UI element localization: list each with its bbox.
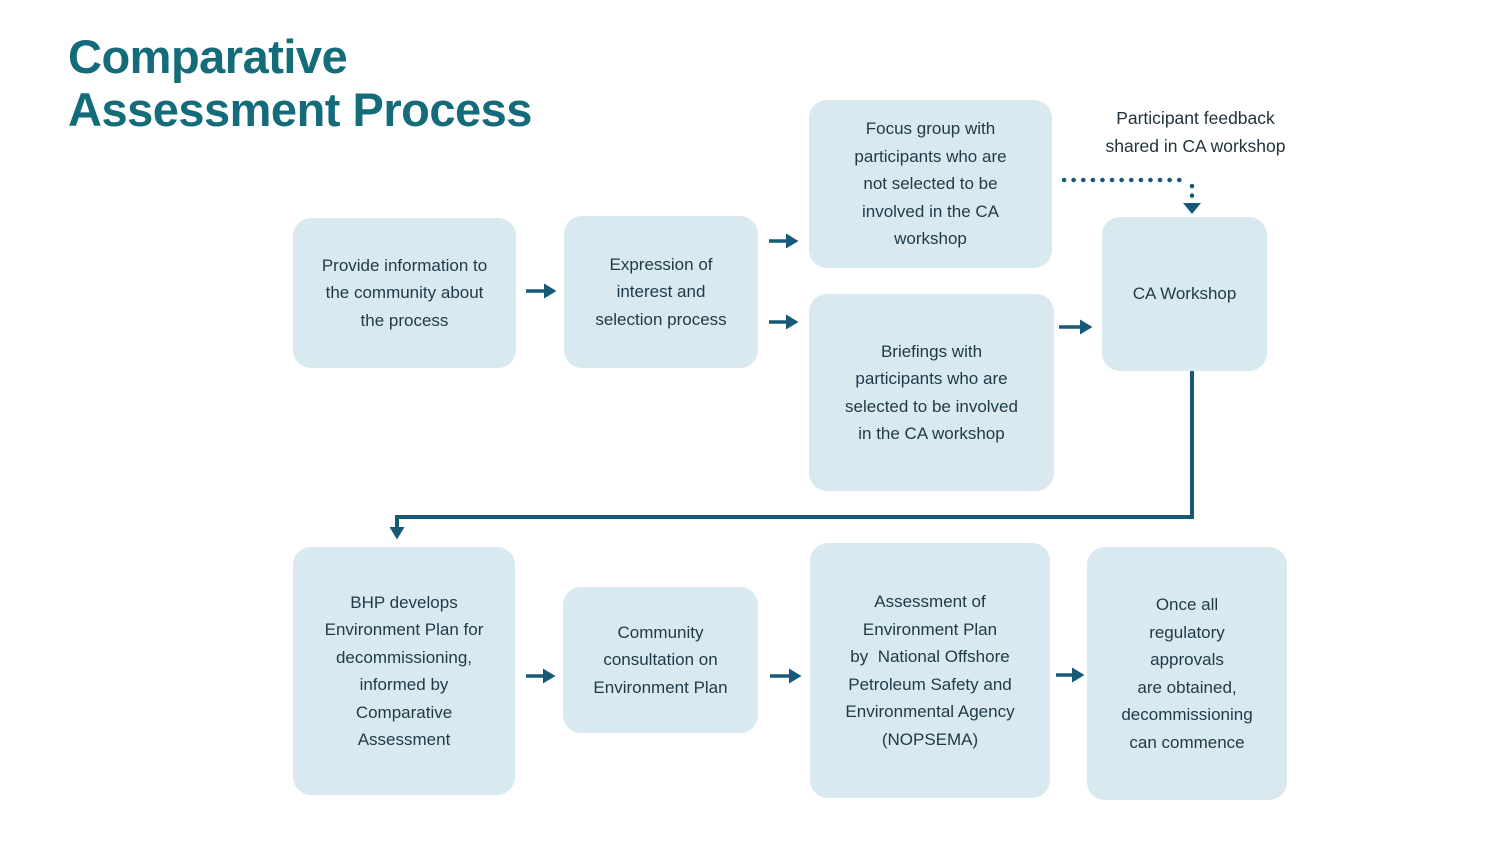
flow-box-label: Focus group with participants who are no… [854,119,1007,249]
flow-box-assessment-nopsema: Assessment of Environment Plan by Nation… [810,543,1050,798]
flow-box-label: Once all regulatory approvals are obtain… [1121,595,1253,752]
flow-box-expression-of-interest: Expression of interest and selection pro… [564,216,758,368]
flow-box-label: Community consultation on Environment Pl… [593,622,728,697]
flow-box-label: Briefings with participants who are sele… [845,341,1018,444]
flow-box-community-consultation: Community consultation on Environment Pl… [563,587,758,733]
flow-box-focus-group: Focus group with participants who are no… [809,100,1052,268]
flow-box-label: Provide information to the community abo… [321,255,488,330]
page-title: Comparative Assessment Process [68,30,532,136]
flow-box-bhp-environment-plan: BHP develops Environment Plan for decomm… [293,547,515,795]
flow-box-regulatory-approvals: Once all regulatory approvals are obtain… [1087,547,1287,800]
participant-feedback-annotation: Participant feedback shared in CA worksh… [1105,108,1286,156]
flow-box-briefings: Briefings with participants who are sele… [809,294,1054,491]
flow-box-label: BHP develops Environment Plan for decomm… [324,592,484,750]
dotted-arrow-focus-group-to-ca-workshop [1061,177,1201,214]
flow-box-label: Expression of interest and selection pro… [595,254,727,329]
elbow-connector-ca-workshop-to-bhp [389,371,1194,540]
flow-box-label: Assessment of Environment Plan by Nation… [845,592,1015,749]
flow-box-provide-information: Provide information to the community abo… [293,218,516,368]
flow-box-ca-workshop: CA Workshop [1102,217,1267,371]
flow-box-label: CA Workshop [1132,284,1237,304]
